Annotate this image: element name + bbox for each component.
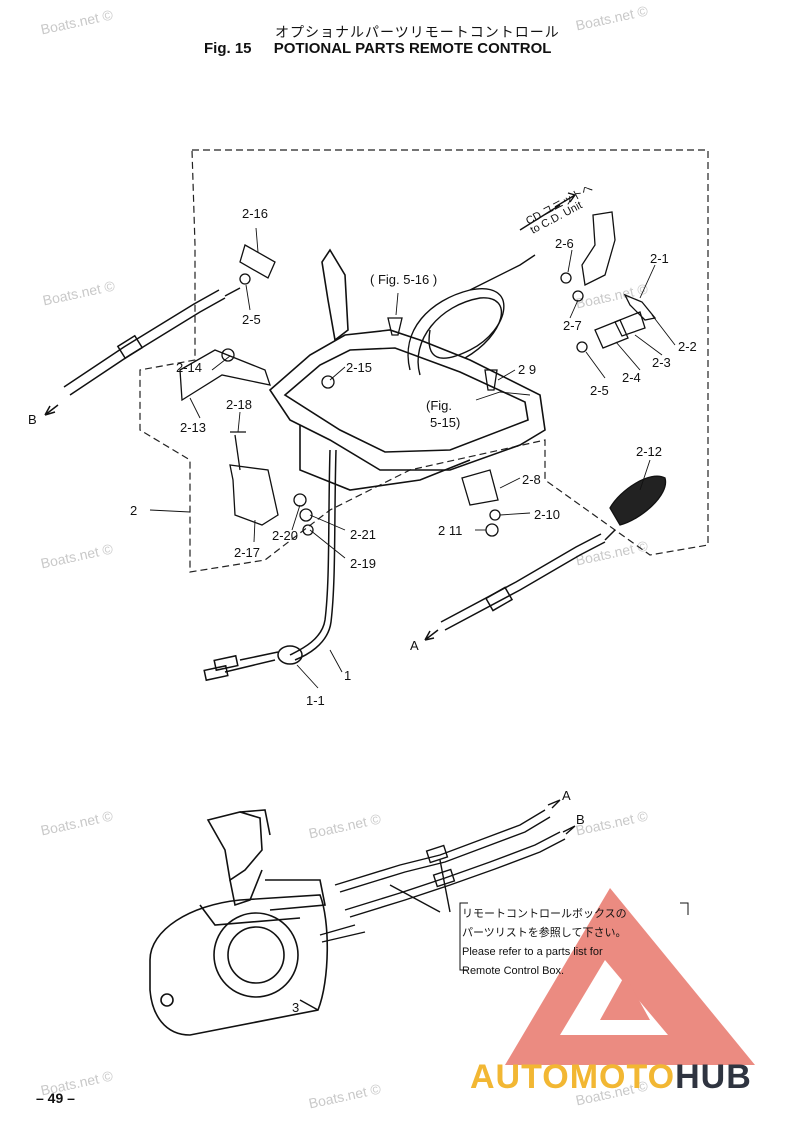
part-label: 2-21 [350,527,377,542]
part-label: 2-4 [622,370,641,385]
hardware-parts [179,211,667,537]
note-line-jp2: パーツリストを参照して下さい。 [462,927,627,939]
logo-moto: MOTO [569,1058,676,1096]
cable-b-label: B [576,812,585,827]
note-bracket [459,902,468,971]
group-outline [139,149,709,573]
page-number: – 49 – [36,1090,75,1106]
main-cable [203,449,337,682]
part-label: 2-7 [563,318,582,333]
note-bracket [680,902,689,915]
part-label: (Fig. [426,398,452,413]
wiring-harness [407,192,576,376]
part-label: 2-16 [242,206,269,221]
part-label: 2-6 [555,236,574,251]
part-label: 2-5 [242,312,261,327]
part-label: 2-12 [636,444,663,459]
control-cable-a [424,529,616,641]
automotohub-logo-text: AUTOMOTOHUB [470,1058,752,1097]
part-label: 2-19 [350,556,377,571]
part-label: 2-2 [678,339,697,354]
figure-number: Fig. 15 [204,40,252,57]
title-japanese: オプショナルパーツリモートコントロール [275,25,560,41]
figure-title: POTIONAL PARTS REMOTE CONTROL [273,40,552,57]
remote-control-box [149,809,329,1036]
part-label: 2-10 [534,507,561,522]
part-label: 2 11 [438,523,463,538]
part-label: 3 [292,1000,300,1015]
note-line-jp1: リモートコントロールボックスの [462,908,627,920]
leader-lines [149,227,676,689]
reference-note: リモートコントロールボックスの パーツリストを参照して下さい。 Please r… [462,905,627,981]
part-label: 1-1 [306,693,325,708]
logo-hub: HUB [675,1058,752,1096]
note-line-en1: Please refer to a parts list for [462,946,603,958]
part-label: 2-17 [234,545,261,560]
part-label: 2-20 [272,528,299,543]
part-label: 2-5 [590,383,609,398]
lower-control-cables [299,799,576,1011]
hull-frame [268,248,546,491]
part-label: 2-15 [346,360,373,375]
part-label: ( Fig. 5-16 ) [370,272,438,287]
part-label: 2 [130,503,138,518]
page-title: Fig. 15 POTIONAL PARTS REMOTE CONTROL [204,40,551,57]
part-label: 2 9 [518,362,537,377]
part-label: 5-15) [430,415,461,430]
control-cable-b [44,287,241,416]
part-label: 2-14 [176,360,203,375]
part-label: 2-1 [650,251,669,266]
automotohub-logo-mark [505,888,755,1065]
cable-b-label: B [28,412,37,427]
part-label: 2-13 [180,420,207,435]
note-line-en2: Remote Control Box. [462,965,565,977]
logo-auto: AUTO [470,1058,570,1096]
cable-a-label: A [562,788,571,803]
part-label: 1 [344,668,352,683]
cable-a-label: A [410,638,419,653]
part-label: 2-3 [652,355,671,370]
part-label: 2-8 [522,472,541,487]
part-label: 2-18 [226,397,253,412]
